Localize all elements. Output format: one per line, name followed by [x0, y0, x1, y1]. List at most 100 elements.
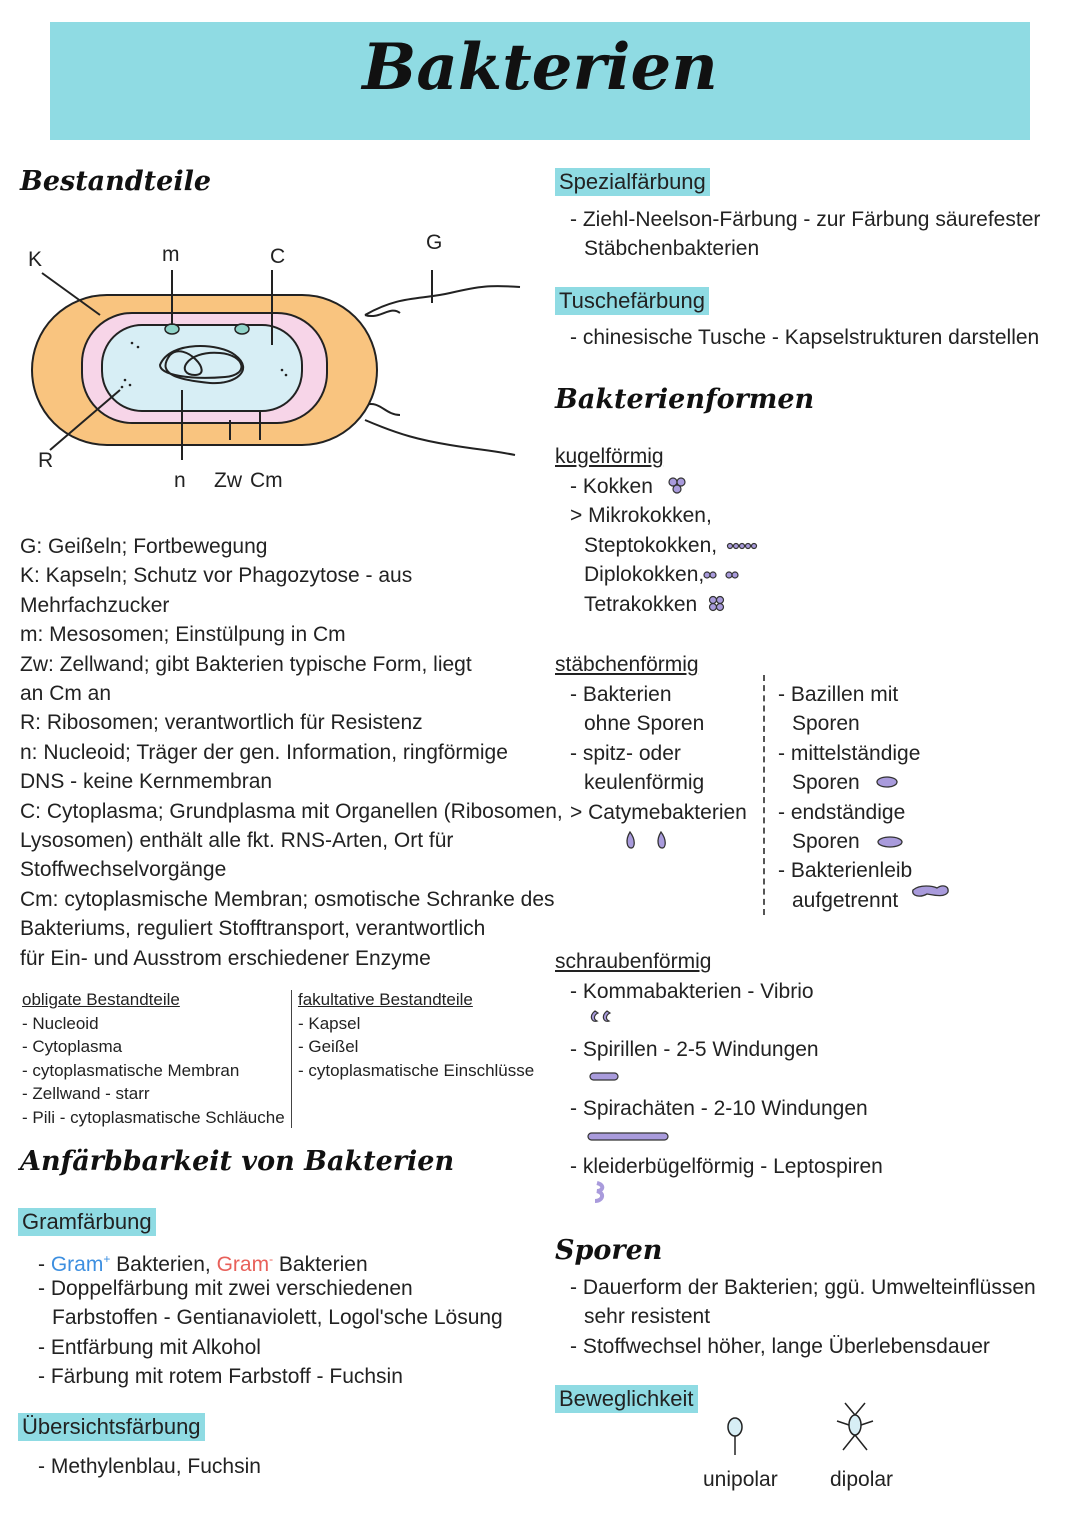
- obligate-heading: obligate Bestandteile: [22, 990, 180, 1009]
- schraube-item-4: - kleiderbügelförmig - Leptospiren: [570, 1155, 883, 1178]
- label-cm: Cm: [250, 469, 283, 492]
- obligate-item: - Zellwand - starr: [22, 1084, 150, 1103]
- heading-gramfaerbung: Gramfärbung: [18, 1208, 156, 1236]
- label-r: R: [38, 449, 54, 472]
- gram-item: - Färbung mit rotem Farbstoff - Fuchsin: [38, 1365, 403, 1389]
- definition-line: n: Nucleoid; Träger der gen. Information…: [20, 740, 508, 764]
- gram-positive: Gram: [50, 1253, 104, 1276]
- page-title: Bakterien: [362, 30, 718, 105]
- heading-anfaerbbarkeit: Anfärbbarkeit von Bakterien: [20, 1146, 455, 1177]
- definition-line: R: Ribosomen; verantwortlich für Resiste…: [20, 711, 423, 735]
- bakterienleib-icon: [912, 885, 949, 897]
- kokken-icon: [668, 477, 686, 494]
- heading-schraubenfoermig: schraubenförmig: [555, 950, 712, 973]
- flagellum: [364, 285, 521, 316]
- gram-item: - Entfärbung mit Alkohol: [38, 1335, 261, 1359]
- unipolar-icon: [727, 1417, 743, 1455]
- kugel-items: - Kokken> Mikrokokken,Steptokokken,Diplo…: [570, 472, 717, 619]
- spezial-items: - Ziehl-Neelson-Färbung - zur Färbung sä…: [570, 205, 1040, 264]
- kokken-icons: [668, 477, 758, 612]
- staebchen-item: - spitz- oder: [570, 741, 681, 765]
- spezial-item: - Ziehl-Neelson-Färbung - zur Färbung sä…: [570, 208, 1041, 231]
- staebchen-item: Sporen: [792, 830, 860, 854]
- definitions-list: G: Geißeln; Fortbewegung K: Kapseln; Schu…: [20, 532, 563, 973]
- leptospiren-icon: [594, 1181, 605, 1203]
- fakultative-item: - Geißel: [298, 1037, 359, 1056]
- heading-sporen: Sporen: [555, 1235, 663, 1266]
- divider: [291, 990, 292, 1128]
- gram-item: - Doppelfärbung mit zwei verschiedenen: [38, 1277, 413, 1300]
- nucleoid: [158, 345, 244, 385]
- sporen-items: - Dauerform der Bakterien; ggü. Umweltei…: [570, 1273, 1036, 1361]
- staebchen-item: - Bakterienleib: [778, 859, 913, 883]
- definition-line: K: Kapseln; Schutz vor Phagozytose - aus: [20, 564, 413, 588]
- spirochaeten-icon: [587, 1132, 669, 1141]
- definition-line: m: Mesosomen; Einstülpung in Cm: [20, 623, 346, 647]
- gram-text: Bakterien: [273, 1253, 368, 1276]
- kugel-item: Diplokokken,: [584, 563, 705, 587]
- gram-positive-sup: +: [103, 1252, 111, 1266]
- spezial-item: Stäbchenbakterien: [584, 237, 760, 261]
- obligate-item: - Pili - cytoplasmatische Schläuche: [22, 1107, 285, 1127]
- corynebakterien-icon: [657, 830, 666, 849]
- staebchen-item: ohne Sporen: [584, 712, 705, 736]
- gram-negative: Gram: [216, 1253, 270, 1276]
- endstaendige-sporen-icon: [877, 836, 903, 848]
- definition-line: Lysosomen) enthält alle fkt. RNS-Arten, …: [20, 829, 454, 853]
- streptokokken-icon: [726, 542, 758, 550]
- bacterium-diagram: [31, 270, 521, 460]
- mesosome: [164, 323, 250, 335]
- staebchen-item: - Bazillen mit: [778, 683, 899, 706]
- tusche-items: - chinesische Tusche - Kapselstrukturen …: [570, 323, 1039, 352]
- diplokokken-icon: [703, 571, 739, 579]
- obligate-item: - Cytoplasma: [22, 1037, 123, 1056]
- obligate-item: - Nucleoid: [22, 1013, 99, 1033]
- flagellum: [364, 419, 516, 456]
- definition-line: Bakteriums, reguliert Stofftransport, ve…: [20, 917, 486, 941]
- tusche-item: - chinesische Tusche - Kapselstrukturen …: [570, 326, 1040, 349]
- definition-line: G: Geißeln; Fortbewegung: [20, 535, 268, 558]
- uebersicht-items: - Methylenblau, Fuchsin: [38, 1452, 261, 1481]
- definition-line: Mehrfachzucker: [20, 593, 170, 617]
- dipolar-icon: [836, 1402, 874, 1451]
- label-zw: Zw: [214, 469, 242, 492]
- sporen-item: - Dauerform der Bakterien; ggü. Umweltei…: [570, 1276, 1036, 1299]
- fakultative-heading: fakultative Bestandteile: [298, 990, 473, 1009]
- heading-bestandteile: Bestandteile: [20, 166, 212, 197]
- kugel-item: Tetrakokken: [584, 592, 698, 616]
- gram-negative-sup: -: [269, 1252, 274, 1266]
- gram-text: Bakterien,: [110, 1253, 217, 1276]
- heading-beweglichkeit: Beweglichkeit: [555, 1385, 698, 1413]
- heading-tuschefaerbung: Tuschefärbung: [555, 287, 709, 315]
- gram-line: - Gram+ Bakterien, Gram- Bakterien: [38, 1252, 368, 1276]
- vibrio-icon: [590, 1010, 612, 1022]
- definition-line: C: Cytoplasma; Grundplasma mit Organelle…: [20, 799, 563, 823]
- dashed-divider: [763, 675, 765, 915]
- fakultative-list: fakultative Bestandteile - Kapsel- Geiße…: [298, 988, 534, 1082]
- staebchen-item: keulenförmig: [584, 771, 705, 795]
- spirillen-icon: [589, 1072, 619, 1081]
- heading-bakterienformen: Bakterienformen: [555, 384, 815, 415]
- tetrakokken-icon: [708, 595, 725, 612]
- definition-line: Zw: Zellwand; gibt Bakterien typische Fo…: [20, 652, 472, 676]
- gram-item: Farbstoffen - Gentianaviolett, Logol'sch…: [52, 1306, 503, 1330]
- definition-line: DNS - keine Kernmembran: [20, 770, 273, 794]
- sporen-item: sehr resistent: [584, 1305, 711, 1329]
- staebchen-item: aufgetrennt: [792, 888, 899, 912]
- definition-line: Cm: cytoplasmische Membran; osmotische S…: [20, 887, 555, 911]
- heading-staebchenfoermig: stäbchenförmig: [555, 653, 699, 676]
- heading-uebersichtsfaerbung: Übersichtsfärbung: [18, 1413, 205, 1441]
- staebchen-icons: [626, 776, 949, 897]
- label-m: m: [162, 243, 180, 266]
- label-dipolar: dipolar: [830, 1468, 894, 1491]
- definition-line: für Ein- und Ausstrom erschiedener Enzym…: [20, 946, 431, 970]
- staebchen-item: - mittelständige: [778, 741, 921, 765]
- obligate-items: - Nucleoid- Cytoplasma- cytoplasmatische…: [22, 1012, 285, 1130]
- label-c: C: [270, 245, 286, 268]
- kugel-item: Steptokokken,: [584, 533, 718, 557]
- beweglichkeit-icons: [727, 1402, 874, 1455]
- schraube-icons: [587, 1010, 669, 1203]
